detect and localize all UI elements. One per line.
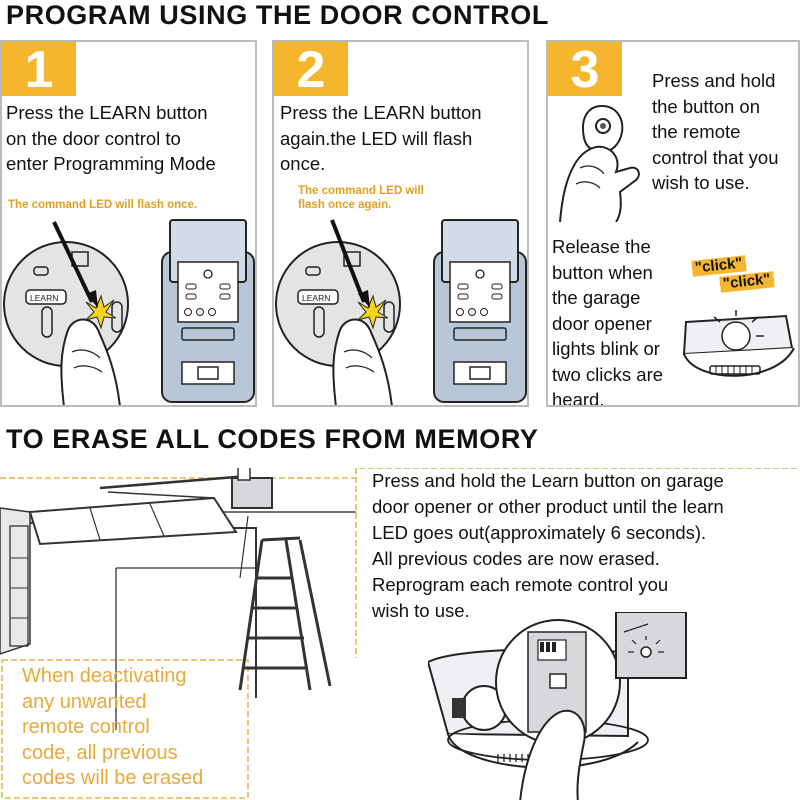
program-heading: PROGRAM USING THE DOOR CONTROL <box>6 0 549 30</box>
step-2-led-note: The command LED will flash once again. <box>298 185 424 211</box>
step-2-number: 2 <box>274 42 348 98</box>
step-1-text: Press the LEARN button on the door contr… <box>6 102 216 174</box>
garage-scene-illustration <box>0 468 800 799</box>
step-2-panel: 2 Press the LEARN button again.the LED w… <box>272 40 529 407</box>
erase-instructions: Press and hold the Learn button on garag… <box>372 470 724 621</box>
step-3-number: 3 <box>548 42 622 98</box>
step-3-text-top: Press and hold the button on the remote … <box>652 70 779 193</box>
learn-label: LEARN <box>30 293 58 303</box>
learn-label: LEARN <box>302 293 330 303</box>
step-3-panel: 3 Press and hold the button on the remot… <box>546 40 800 407</box>
deactivation-warning: When deactivating any unwanted remote co… <box>22 665 204 789</box>
door-control-illustration: LEARN <box>275 219 527 405</box>
remote-hand-illustration <box>559 104 640 222</box>
erase-heading: TO ERASE ALL CODES FROM MEMORY <box>6 424 539 454</box>
step-1-led-note: The command LED will flash once. <box>8 199 198 211</box>
step-1-number: 1 <box>2 42 76 98</box>
erase-section <box>0 462 800 800</box>
opener-learn-button-illustration <box>428 612 687 800</box>
click-sound-label-2: "click" <box>719 271 775 293</box>
step-2-text: Press the LEARN button again.the LED wil… <box>280 102 482 174</box>
step-3-text-bottom: Release the button when the garage door … <box>552 236 664 407</box>
garage-opener-illustration <box>682 310 795 377</box>
door-control-illustration: LEARN <box>3 219 255 405</box>
step-1-panel: 1 Press the LEARN button on the door con… <box>0 40 257 407</box>
